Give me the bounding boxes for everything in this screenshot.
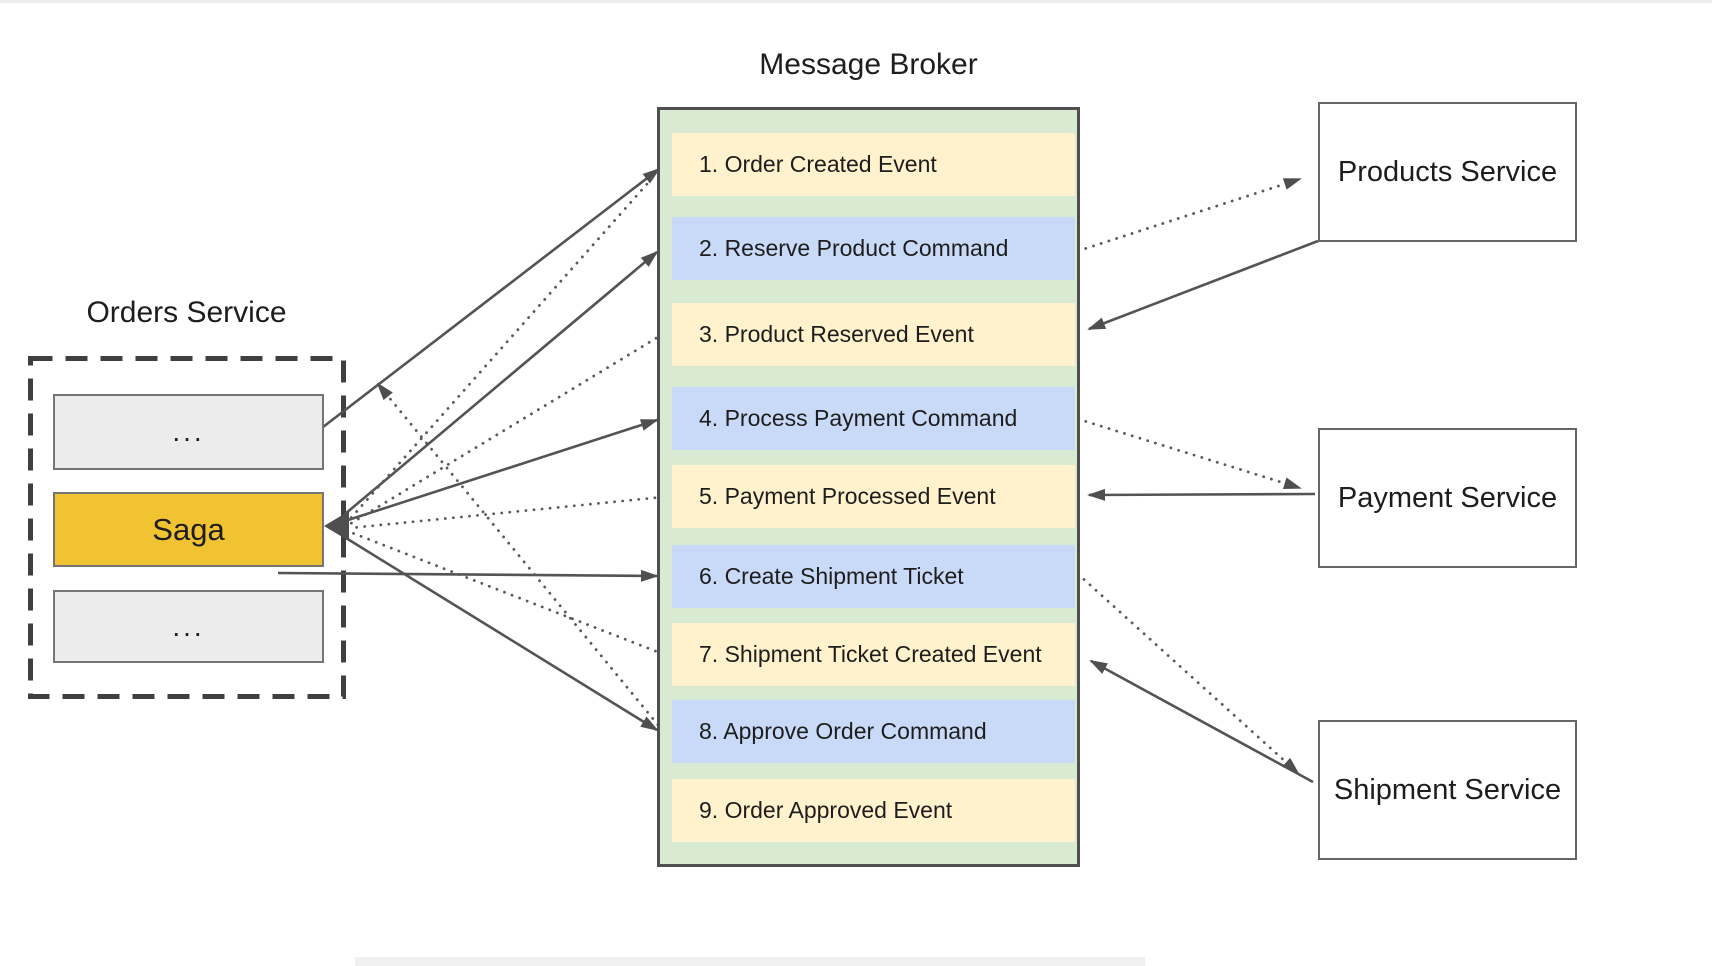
dotted-row8-to-orders xyxy=(376,382,665,733)
bottom-bar xyxy=(355,957,1145,966)
orders-handler-bottom-box: ... xyxy=(53,590,324,663)
broker-row-8-label: 8. Approve Order Command xyxy=(699,718,987,744)
broker-row-7-label: 7. Shipment Ticket Created Event xyxy=(699,641,1042,667)
broker-row-3: 3. Product Reserved Event xyxy=(672,303,1075,366)
arrow-shipment-to-row7 xyxy=(1089,659,1314,784)
top-edge-line xyxy=(0,0,1712,3)
payment-service-label: Payment Service xyxy=(1337,481,1558,514)
dotted-row1-to-saga xyxy=(348,164,665,521)
arrow-saga-to-row2 xyxy=(344,250,659,515)
broker-row-4-label: 4. Process Payment Command xyxy=(699,405,1018,431)
broker-row-7: 7. Shipment Ticket Created Event xyxy=(672,623,1075,686)
broker-row-2-label: 2. Reserve Product Command xyxy=(699,235,1009,261)
dotted-row4-to-payment xyxy=(1076,417,1302,490)
broker-row-9-label: 9. Order Approved Event xyxy=(699,797,953,823)
products-service-label: Products Service xyxy=(1337,155,1558,188)
broker-row-8: 8. Approve Order Command xyxy=(672,700,1075,763)
shipment-service-label: Shipment Service xyxy=(1333,773,1562,806)
orders-service-dashed-border xyxy=(28,356,346,699)
arrow-handler-to-row1 xyxy=(309,167,661,439)
broker-row-3-label: 3. Product Reserved Event xyxy=(699,321,974,347)
arrow-payment-to-row5 xyxy=(1087,488,1316,501)
broker-row-5: 5. Payment Processed Event xyxy=(672,465,1075,528)
broker-row-2: 2. Reserve Product Command xyxy=(672,217,1075,280)
broker-row-5-label: 5. Payment Processed Event xyxy=(699,483,996,509)
saga-arrowhead xyxy=(324,511,349,541)
arrow-saga-to-row4 xyxy=(344,418,659,523)
arrow-products-to-row3 xyxy=(1087,239,1319,331)
arrow-saga-to-row6 xyxy=(277,569,659,582)
broker-row-4: 4. Process Payment Command xyxy=(672,387,1075,450)
payment-service-box: Payment Service xyxy=(1318,428,1577,568)
broker-row-9: 9. Order Approved Event xyxy=(672,779,1075,842)
dotted-row3-to-saga xyxy=(348,332,665,526)
orders-handler-top-box: ... xyxy=(53,394,324,470)
broker-row-6: 6. Create Shipment Ticket xyxy=(672,545,1075,608)
broker-row-6-label: 6. Create Shipment Ticket xyxy=(699,563,964,589)
broker-row-1: 1. Order Created Event xyxy=(672,133,1075,196)
shipment-service-box: Shipment Service xyxy=(1318,720,1577,860)
dotted-row6-to-shipment xyxy=(1076,572,1300,775)
arrow-saga-to-row8 xyxy=(345,536,659,732)
products-service-box: Products Service xyxy=(1318,102,1577,242)
orders-service-title: Orders Service xyxy=(86,296,287,329)
message-broker-title: Message Broker xyxy=(759,48,978,81)
dotted-row7-to-saga xyxy=(348,530,665,656)
dotted-row5-to-saga xyxy=(348,495,665,530)
saga-box: Saga xyxy=(53,492,324,567)
broker-row-1-label: 1. Order Created Event xyxy=(699,151,937,177)
dotted-row2-to-products xyxy=(1076,177,1302,253)
